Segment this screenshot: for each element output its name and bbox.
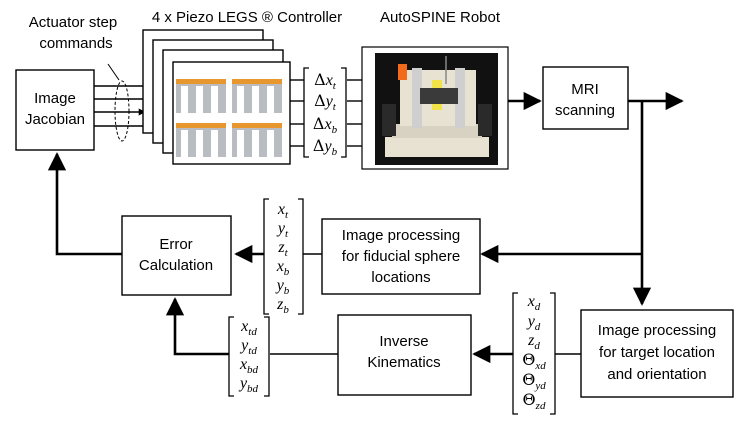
fiducial-processing-block: Image processing for fiducial sphere loc…: [321, 218, 481, 295]
controller-stack: [142, 29, 291, 165]
fiducial-label-line3: locations: [371, 269, 430, 286]
vector-entry: ybd: [238, 375, 259, 395]
vector-entry: zt: [277, 239, 288, 259]
mri-scanning-label-line2: scanning: [555, 102, 615, 119]
mri-scanning-block: MRI scanning: [542, 66, 629, 130]
vector-entry: Θzd: [523, 390, 546, 412]
error-calculation-block: Error Calculation: [121, 215, 232, 296]
actuator-commands-label-line2: commands: [39, 35, 112, 52]
autospine-robot-photo-icon: [361, 46, 509, 170]
image-jacobian-block: Image Jacobian: [15, 69, 95, 151]
error-label-line2: Calculation: [139, 257, 213, 274]
piezo-motor-cross-section-icon: [176, 79, 282, 157]
vector-entry: Δxb: [313, 114, 338, 136]
inverse-label-line1: Inverse: [379, 333, 428, 350]
vector-entry: Θyd: [522, 370, 546, 392]
fiducial-label-line2: for fiducial sphere: [342, 248, 460, 265]
vector-entry: xtd: [240, 318, 257, 338]
vector-entry: zb: [276, 296, 289, 316]
fiducial-label-line1: Image processing: [342, 227, 460, 244]
actuator-commands-label-line1: Actuator step: [29, 14, 117, 31]
image-jacobian-label-line1: Image: [34, 90, 76, 107]
vector-entry: xbd: [239, 356, 259, 376]
vector-entry: Θxd: [522, 350, 546, 372]
vector-entry: Δyt: [314, 91, 337, 113]
mri-scanning-label-line1: MRI: [571, 81, 599, 98]
target-processing-block: Image processing for target location and…: [580, 309, 734, 398]
vector-entry: zd: [527, 332, 540, 352]
vector-entry: xb: [276, 258, 290, 278]
inverse-label-line2: Kinematics: [367, 354, 440, 371]
vector-entry: xd: [527, 293, 541, 313]
vector-entry: yd: [526, 313, 541, 333]
error-label-line1: Error: [159, 236, 192, 253]
target-label-line1: Image processing: [598, 322, 716, 339]
vector-entry: ytd: [239, 337, 257, 357]
vector-entry: yt: [276, 220, 289, 240]
command-label-pointer: [107, 63, 120, 81]
vector-entry: Δxt: [314, 70, 337, 92]
controller-label: 4 x Piezo LEGS ® Controller: [152, 9, 342, 26]
inverse-kinematics-block: Inverse Kinematics: [337, 314, 472, 396]
vector-entry: Δyb: [313, 136, 338, 158]
target-label-line2: for target location: [599, 344, 715, 361]
vector-entry: yb: [275, 277, 290, 297]
image-jacobian-label-line2: Jacobian: [25, 111, 85, 128]
robot-label: AutoSPINE Robot: [380, 9, 501, 26]
target-label-line3: and orientation: [607, 366, 706, 383]
vector-entry: xt: [277, 201, 289, 221]
command-bundle-ellipse: [114, 80, 130, 142]
